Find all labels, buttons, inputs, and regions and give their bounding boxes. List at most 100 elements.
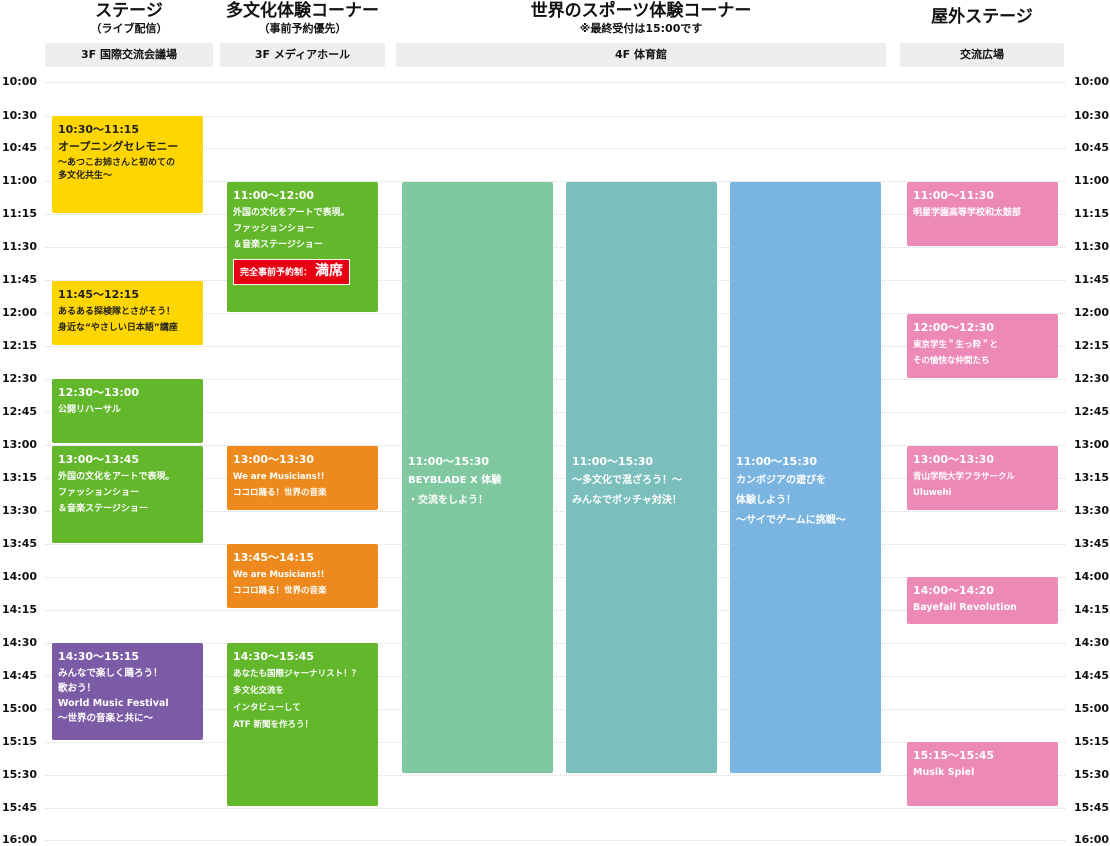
time-label-right: 13:00 [1074, 438, 1110, 451]
sports-title: 世界のスポーツ体験コーナー [530, 1, 752, 21]
time-label-right: 13:30 [1074, 504, 1110, 517]
time-label-right: 12:00 [1074, 306, 1110, 319]
time-label-left: 16:00 [2, 833, 38, 846]
time-label-right: 10:00 [1074, 75, 1110, 88]
event-culture-journalist[interactable]: 14:30〜15:45 あなたも国際ジャーナリスト！？ 多文化交流を インタビュ… [227, 643, 378, 806]
time-label-left: 11:00 [2, 174, 38, 187]
time-label-right: 15:00 [1074, 702, 1110, 715]
time-label-left: 10:45 [2, 141, 38, 154]
stage-title: ステージ [95, 1, 163, 21]
time-label-left: 12:30 [2, 372, 38, 385]
event-title: あなたも国際ジャーナリスト！？ 多文化交流を インタビューして ATF 新聞を作… [233, 669, 361, 730]
event-time: 13:00〜13:30 [913, 453, 995, 466]
event-culture-musicians-1[interactable]: 13:00〜13:30 We are Musicians!! ココロ踊る！世界の… [227, 446, 378, 510]
event-title: 〜多文化で混ざろう！〜 みんなでボッチャ対決！ [572, 475, 682, 506]
grid-line [45, 511, 1065, 512]
event-title: 青山学院大学フラサークル Uluwehi [913, 472, 1015, 498]
event-culture-musicians-2[interactable]: 13:45〜14:15 We are Musicians!! ココロ踊る！世界の… [227, 544, 378, 608]
event-time: 11:00〜11:30 [913, 189, 995, 202]
event-time: 12:30〜13:00 [58, 386, 140, 399]
time-label-left: 11:30 [2, 240, 38, 253]
time-label-right: 14:00 [1074, 570, 1110, 583]
time-label-right: 11:15 [1074, 207, 1110, 220]
grid-line [45, 148, 1065, 149]
grid-line [45, 412, 1065, 413]
grid-line [45, 379, 1065, 380]
time-label-left: 14:15 [2, 603, 38, 616]
event-time: 10:30〜11:15 [58, 123, 140, 136]
event-time: 14:30〜15:15 [58, 650, 140, 663]
grid-line [45, 445, 1065, 446]
event-time: 15:15〜15:45 [913, 749, 995, 762]
event-title: 外国の文化をアートで表現。 ファッションショー ＆音楽ステージショー [233, 208, 350, 250]
time-label-right: 12:15 [1074, 339, 1110, 352]
event-stage-nihongo[interactable]: 11:45〜12:15 あるある探検隊とさがそう！ 身近な“やさしい日本語”講座 [52, 281, 203, 345]
event-outdoor-musik-spiel[interactable]: 15:15〜15:45 Musik Spiel [907, 742, 1058, 806]
event-sports-cambodia[interactable]: 11:00〜15:30 カンボジアの遊びを 体験しよう！ 〜サイでゲームに挑戦〜 [730, 182, 881, 773]
time-label-left: 15:45 [2, 801, 38, 814]
time-label-right: 14:30 [1074, 636, 1110, 649]
event-time: 11:00〜15:30 [736, 455, 818, 468]
event-time: 13:00〜13:30 [233, 453, 315, 466]
event-time: 11:00〜15:30 [408, 455, 490, 468]
culture-venue: 3F メディアホール [220, 43, 385, 67]
grid-line [45, 775, 1065, 776]
time-label-right: 15:45 [1074, 801, 1110, 814]
grid-line [45, 709, 1065, 710]
time-label-left: 10:30 [2, 109, 38, 122]
event-time: 14:00〜14:20 [913, 584, 995, 597]
time-label-left: 12:00 [2, 306, 38, 319]
event-culture-fashion[interactable]: 11:00〜12:00 外国の文化をアートで表現。 ファッションショー ＆音楽ス… [227, 182, 378, 312]
time-label-right: 15:30 [1074, 768, 1110, 781]
event-outdoor-bayefall[interactable]: 14:00〜14:20 Bayefall Revolution [907, 577, 1058, 624]
grid-line [45, 610, 1065, 611]
time-label-left: 14:45 [2, 669, 38, 682]
time-label-left: 13:15 [2, 471, 38, 484]
time-label-right: 12:30 [1074, 372, 1110, 385]
event-outdoor-hula[interactable]: 13:00〜13:30 青山学院大学フラサークル Uluwehi [907, 446, 1058, 510]
time-label-left: 13:00 [2, 438, 38, 451]
grid-line [45, 840, 1065, 841]
event-outdoor-nakkisui[interactable]: 12:00〜12:30 東京学生＂生っ粋＂と その愉快な仲間たち [907, 314, 1058, 378]
outdoor-venue: 交流広場 [900, 43, 1064, 67]
badge-status: 満席 [315, 263, 344, 279]
event-stage-opening[interactable]: 10:30〜11:15 オープニングセレモニー 〜あつこお姉さんと初めての 多文… [52, 116, 203, 213]
time-label-left: 14:00 [2, 570, 38, 583]
time-label-right: 13:15 [1074, 471, 1110, 484]
event-title: カンボジアの遊びを 体験しよう！ 〜サイでゲームに挑戦〜 [736, 475, 846, 526]
event-title: オープニングセレモニー [58, 140, 179, 153]
grid-line [45, 181, 1065, 182]
grid-line [45, 82, 1065, 83]
time-label-left: 14:30 [2, 636, 38, 649]
time-label-right: 14:15 [1074, 603, 1110, 616]
time-label-left: 11:45 [2, 273, 38, 286]
event-time: 13:45〜14:15 [233, 551, 315, 564]
time-label-left: 15:00 [2, 702, 38, 715]
time-label-left: 11:15 [2, 207, 38, 220]
event-stage-fashion[interactable]: 13:00〜13:45 外国の文化をアートで表現。 ファッションショー ＆音楽ス… [52, 446, 203, 543]
culture-subtitle: （事前予約優先） [258, 22, 347, 35]
time-label-right: 14:45 [1074, 669, 1110, 682]
time-label-right: 15:15 [1074, 735, 1110, 748]
event-stage-music-festival[interactable]: 14:30〜15:15 みんなで楽しく踊ろう！ 歌おう！ World Music… [52, 643, 203, 740]
time-label-left: 13:45 [2, 537, 38, 550]
time-label-left: 15:30 [2, 768, 38, 781]
event-sports-beyblade[interactable]: 11:00〜15:30 BEYBLADE X 体験 ・交流をしよう！ [402, 182, 553, 773]
time-label-right: 11:45 [1074, 273, 1110, 286]
time-label-left: 15:15 [2, 735, 38, 748]
time-label-right: 10:45 [1074, 141, 1110, 154]
grid-line [45, 346, 1065, 347]
event-stage-rehearsal[interactable]: 12:30〜13:00 公開リハーサル [52, 379, 203, 443]
reservation-full-badge: 完全事前予約制：満席 [233, 259, 351, 285]
event-time: 11:00〜15:30 [572, 455, 654, 468]
event-note: 〜あつこお姉さんと初めての 多文化共生〜 [58, 158, 176, 181]
time-label-left: 12:15 [2, 339, 38, 352]
event-outdoor-taiko[interactable]: 11:00〜11:30 明星学園高等学校和太鼓部 [907, 182, 1058, 246]
grid-line [45, 116, 1065, 117]
grid-line [45, 247, 1065, 248]
event-sports-boccia[interactable]: 11:00〜15:30 〜多文化で混ざろう！〜 みんなでボッチャ対決！ [566, 182, 717, 773]
time-label-right: 13:45 [1074, 537, 1110, 550]
time-label-right: 10:30 [1074, 109, 1110, 122]
event-title: 公開リハーサル [58, 405, 121, 415]
grid-line [45, 280, 1065, 281]
